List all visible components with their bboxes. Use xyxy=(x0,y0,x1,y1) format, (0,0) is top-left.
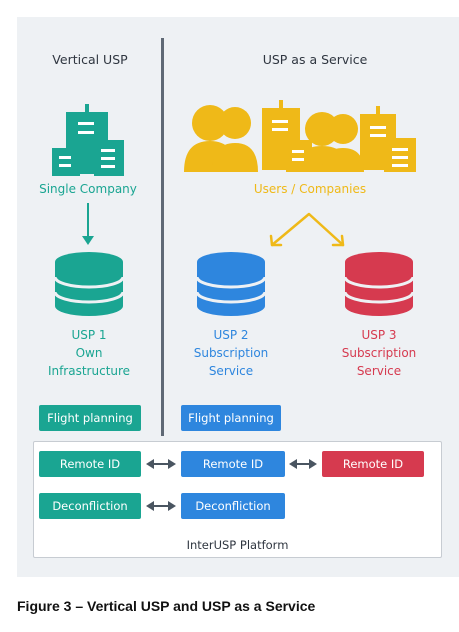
usp2-database-icon xyxy=(195,252,267,316)
remote-id-usp1: Remote ID xyxy=(39,451,141,477)
deconfliction-usp2: Deconfliction xyxy=(181,493,285,519)
users-companies-icon xyxy=(184,100,416,172)
usp1-name: USP 1 xyxy=(71,328,107,342)
usp1-database-icon xyxy=(53,252,125,316)
remote-id-exchange-arrow-1 xyxy=(146,459,176,469)
usp-as-a-service-title: USP as a Service xyxy=(262,52,368,67)
figure-caption: Figure 3 – Vertical USP and USP as a Ser… xyxy=(17,598,316,614)
company-building-icon xyxy=(52,104,124,176)
usp2-line2: Service xyxy=(208,364,254,378)
usp2-name: USP 2 xyxy=(213,328,249,342)
company-to-usp1-arrow xyxy=(82,203,94,245)
usp3-line1: Subscription xyxy=(341,346,417,360)
usp3-name: USP 3 xyxy=(361,328,397,342)
usp1-line2: Infrastructure xyxy=(47,364,131,378)
usp2-label: USP 2 Subscription Service xyxy=(171,326,291,380)
usp3-label: USP 3 Subscription Service xyxy=(319,326,439,380)
deconfliction-exchange-arrow xyxy=(146,501,176,511)
usp3-line2: Service xyxy=(356,364,402,378)
flight-planning-usp1: Flight planning xyxy=(39,405,141,431)
remote-id-usp2: Remote ID xyxy=(181,451,285,477)
remote-id-usp3: Remote ID xyxy=(322,451,424,477)
deconfliction-usp1: Deconfliction xyxy=(39,493,141,519)
single-company-label: Single Company xyxy=(39,182,137,196)
column-divider xyxy=(161,38,164,436)
remote-id-exchange-arrow-2 xyxy=(289,459,317,469)
usp3-database-icon xyxy=(343,252,415,316)
usp2-line1: Subscription xyxy=(193,346,269,360)
usp1-line1: Own xyxy=(75,346,103,360)
usp1-label: USP 1 Own Infrastructure xyxy=(29,326,149,380)
flight-planning-usp2: Flight planning xyxy=(181,405,281,431)
users-companies-label: Users / Companies xyxy=(253,182,367,196)
users-to-usp-arrows xyxy=(269,212,345,247)
vertical-usp-title: Vertical USP xyxy=(52,52,128,67)
platform-label: InterUSP Platform xyxy=(186,538,289,552)
